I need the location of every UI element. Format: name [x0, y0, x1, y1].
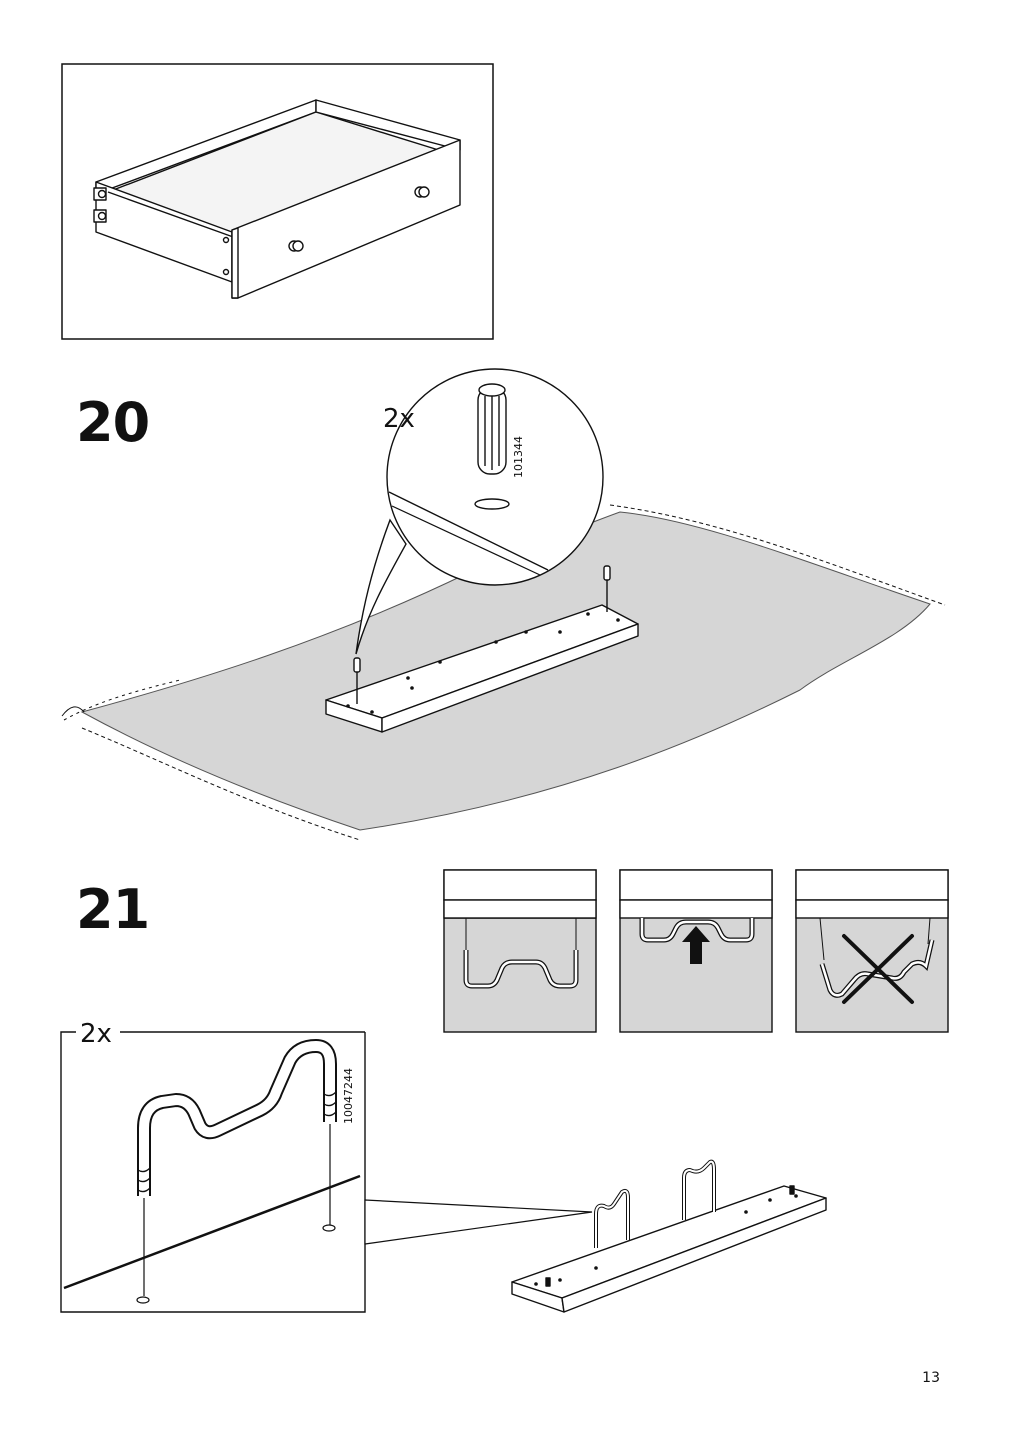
- orientation-box-correct: [443, 869, 597, 1033]
- page-number: 13: [922, 1370, 940, 1386]
- orientation-box-incorrect: [795, 869, 949, 1033]
- orientation-box-push: [619, 869, 773, 1033]
- step-20-quantity: 2x: [383, 404, 415, 434]
- push-up-arrow-icon: [682, 926, 710, 964]
- step-20-part-number: 101344: [512, 436, 525, 478]
- handle-icon: [136, 1039, 337, 1304]
- step-21-illustration: 2x 10047244: [60, 869, 949, 1313]
- step-21-number: 21: [76, 878, 150, 941]
- step-21-part-number: 10047244: [342, 1068, 355, 1124]
- step-20-illustration: 2x 101344: [61, 368, 946, 841]
- dowel-detail-callout: 2x 101344: [355, 368, 604, 655]
- handle-detail-panel: 2x 10047244: [60, 1018, 366, 1313]
- dowel-icon: [474, 383, 510, 510]
- detail-callout-pointer: [364, 1199, 593, 1245]
- drawer-illustration: [93, 99, 461, 299]
- bench-board: [325, 565, 639, 733]
- drawer-illustration-panel: [61, 63, 494, 340]
- bench-board-with-handles: [511, 1159, 827, 1313]
- step-20-number: 20: [76, 391, 150, 454]
- step-21-quantity: 2x: [80, 1019, 112, 1049]
- incorrect-cross-icon: [842, 934, 914, 1004]
